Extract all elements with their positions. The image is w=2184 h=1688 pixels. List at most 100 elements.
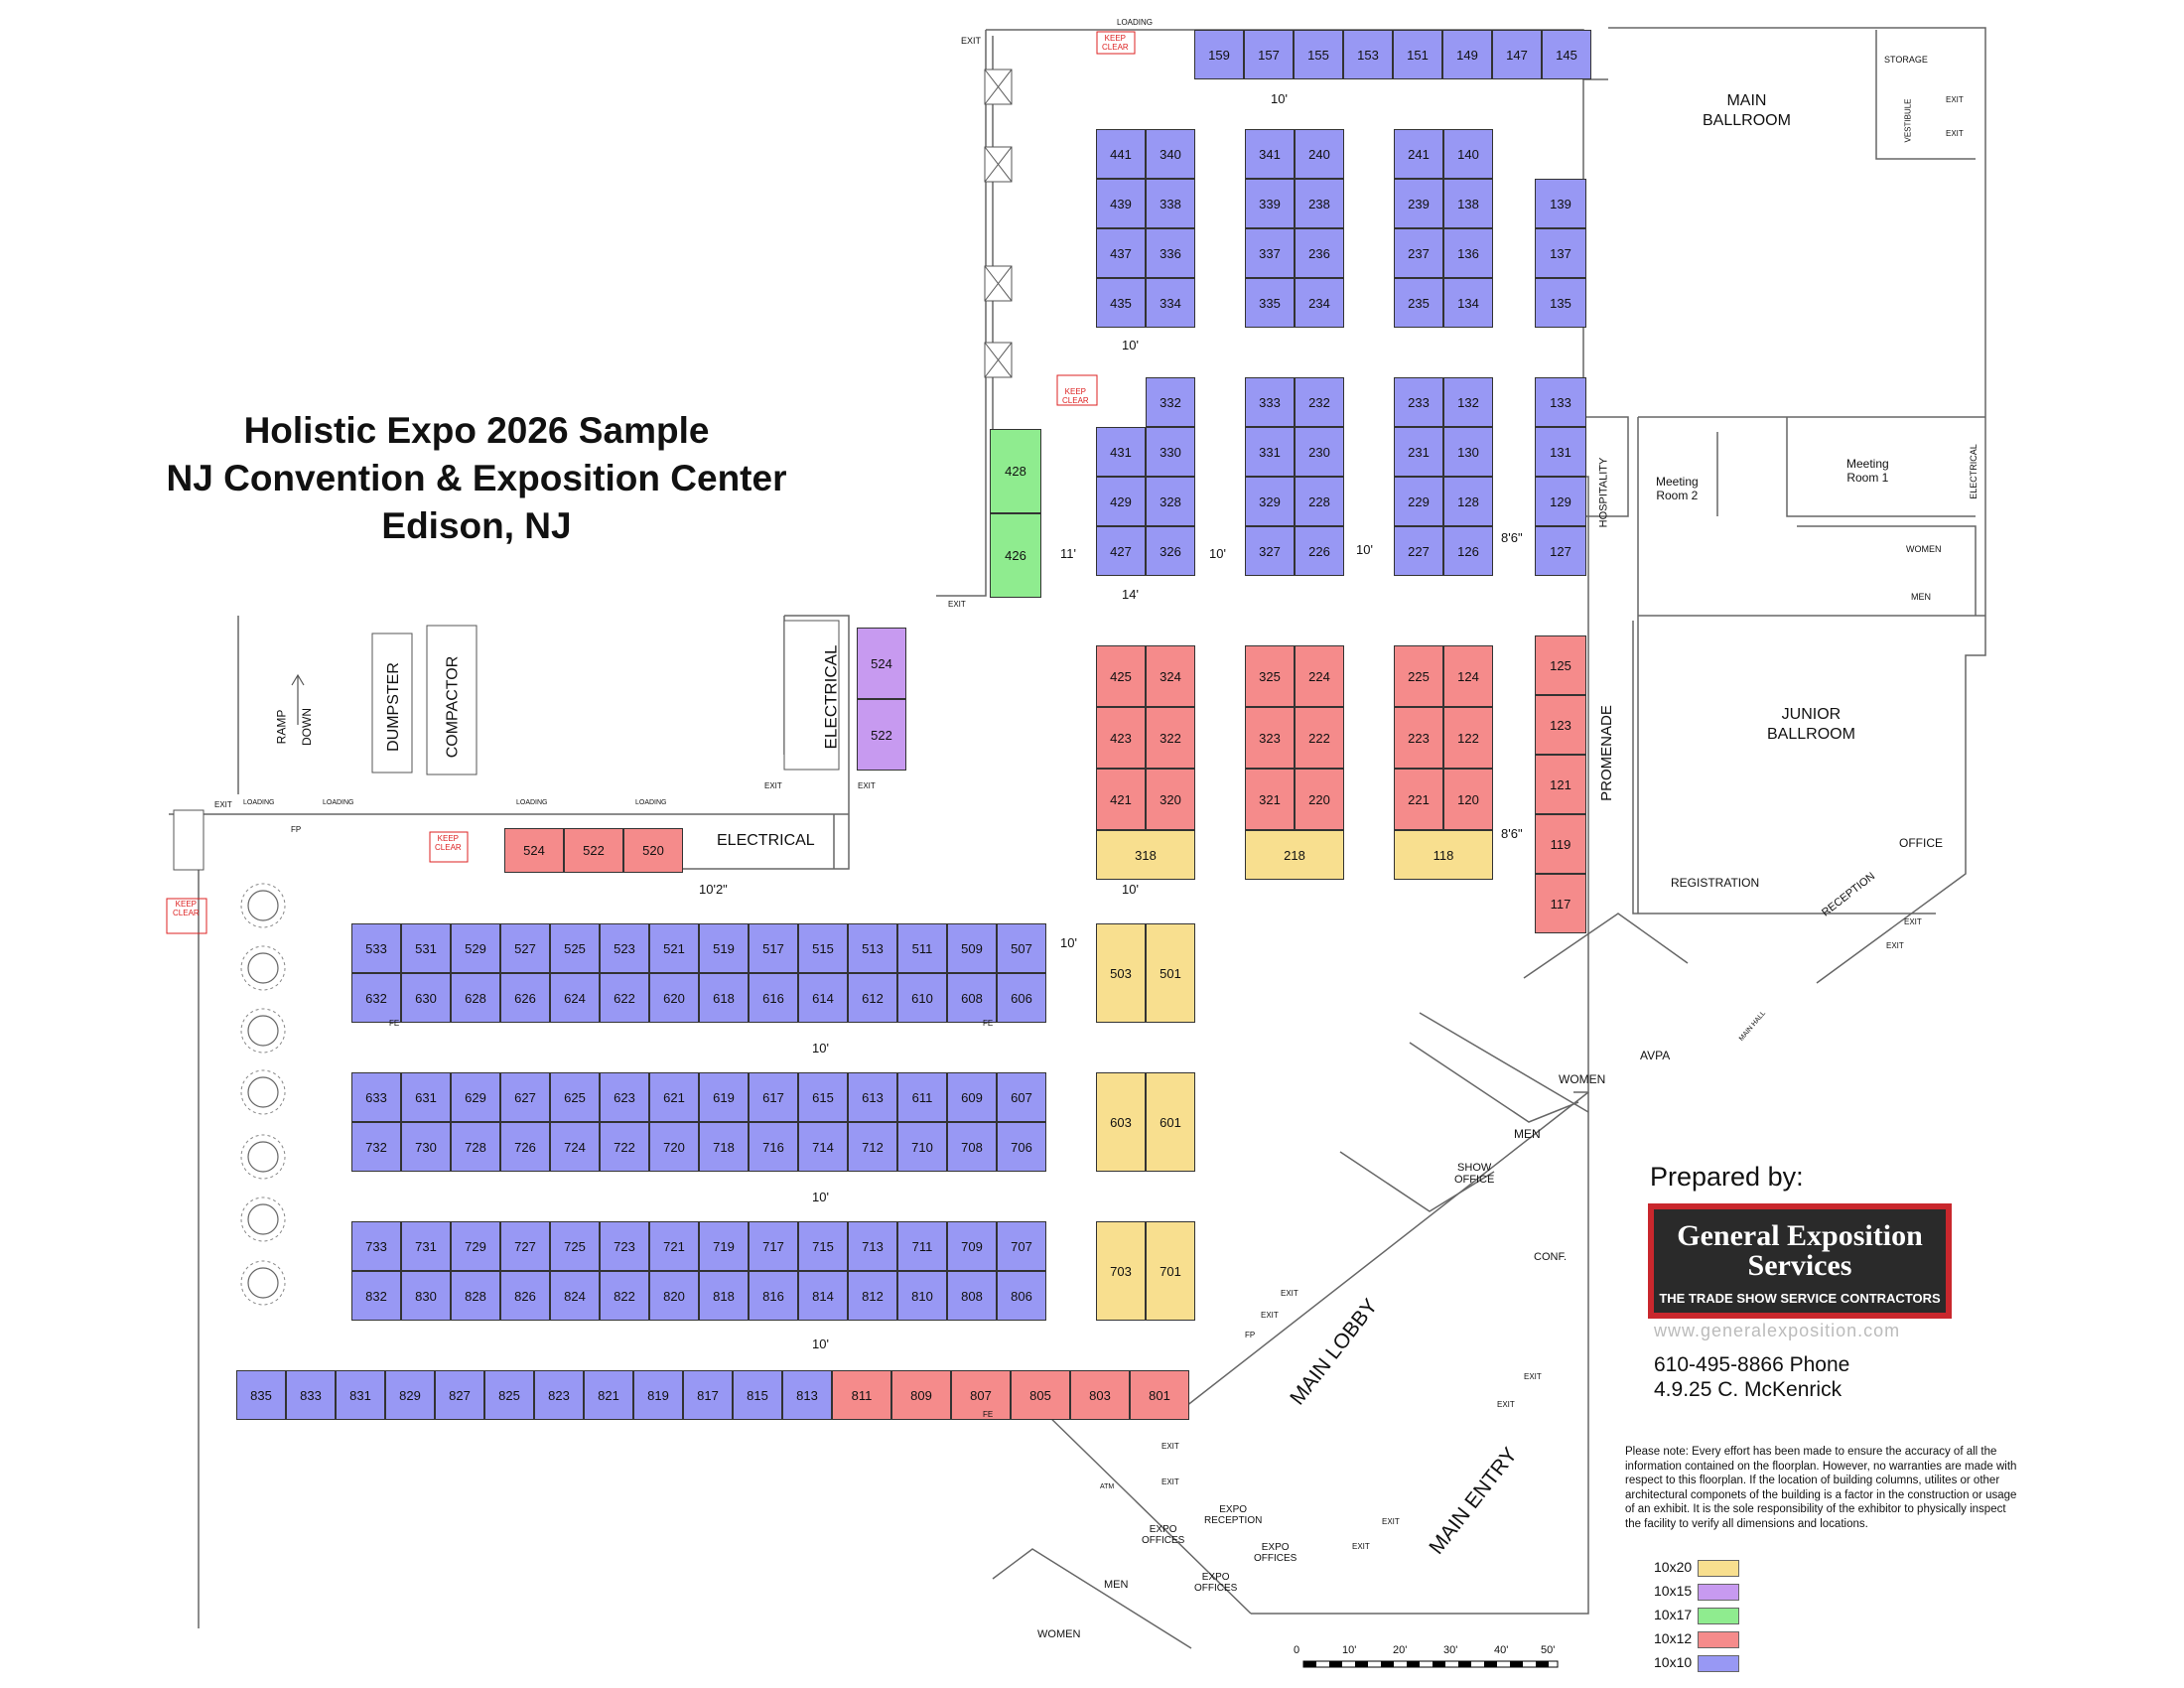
booth-322[interactable]: 322 (1146, 707, 1195, 769)
booth-603[interactable]: 603 (1096, 1072, 1146, 1172)
booth-119[interactable]: 119 (1535, 814, 1586, 874)
booth-118[interactable]: 118 (1394, 830, 1493, 880)
booth-228[interactable]: 228 (1295, 477, 1344, 526)
booth-821[interactable]: 821 (584, 1370, 633, 1420)
booth-729[interactable]: 729 (451, 1221, 500, 1271)
booth-340[interactable]: 340 (1146, 129, 1195, 179)
booth-321[interactable]: 321 (1245, 769, 1295, 830)
booth-338[interactable]: 338 (1146, 179, 1195, 228)
booth-225[interactable]: 225 (1394, 645, 1443, 707)
booth-812[interactable]: 812 (848, 1271, 897, 1321)
booth-716[interactable]: 716 (749, 1122, 798, 1172)
booth-135[interactable]: 135 (1535, 278, 1586, 328)
booth-828[interactable]: 828 (451, 1271, 500, 1321)
booth-507[interactable]: 507 (997, 923, 1046, 973)
booth-337[interactable]: 337 (1245, 228, 1295, 278)
booth-123[interactable]: 123 (1535, 695, 1586, 755)
booth-728[interactable]: 728 (451, 1122, 500, 1172)
booth-813[interactable]: 813 (782, 1370, 832, 1420)
booth-614[interactable]: 614 (798, 973, 848, 1023)
booth-435[interactable]: 435 (1096, 278, 1146, 328)
booth-628[interactable]: 628 (451, 973, 500, 1023)
booth-329[interactable]: 329 (1245, 477, 1295, 526)
booth-724[interactable]: 724 (550, 1122, 600, 1172)
booth-234[interactable]: 234 (1295, 278, 1344, 328)
booth-529[interactable]: 529 (451, 923, 500, 973)
booth-607[interactable]: 607 (997, 1072, 1046, 1122)
booth-721[interactable]: 721 (649, 1221, 699, 1271)
booth-333[interactable]: 333 (1245, 377, 1295, 427)
booth-521[interactable]: 521 (649, 923, 699, 973)
booth-151[interactable]: 151 (1393, 30, 1442, 79)
booth-630[interactable]: 630 (401, 973, 451, 1023)
booth-819[interactable]: 819 (633, 1370, 683, 1420)
booth-229[interactable]: 229 (1394, 477, 1443, 526)
booth-824[interactable]: 824 (550, 1271, 600, 1321)
booth-616[interactable]: 616 (749, 973, 798, 1023)
booth-815[interactable]: 815 (733, 1370, 782, 1420)
booth-124[interactable]: 124 (1443, 645, 1493, 707)
booth-806[interactable]: 806 (997, 1271, 1046, 1321)
booth-120[interactable]: 120 (1443, 769, 1493, 830)
booth-620[interactable]: 620 (649, 973, 699, 1023)
company-logo[interactable]: General Exposition Services THE TRADE SH… (1648, 1203, 1952, 1319)
booth-703[interactable]: 703 (1096, 1221, 1146, 1321)
booth-726[interactable]: 726 (500, 1122, 550, 1172)
booth-323[interactable]: 323 (1245, 707, 1295, 769)
booth-224[interactable]: 224 (1295, 645, 1344, 707)
booth-423[interactable]: 423 (1096, 707, 1146, 769)
booth-730[interactable]: 730 (401, 1122, 451, 1172)
booth-509[interactable]: 509 (947, 923, 997, 973)
booth-610[interactable]: 610 (897, 973, 947, 1023)
booth-835[interactable]: 835 (236, 1370, 286, 1420)
booth-241[interactable]: 241 (1394, 129, 1443, 179)
booth-719[interactable]: 719 (699, 1221, 749, 1271)
booth-520[interactable]: 520 (623, 828, 683, 873)
booth-715[interactable]: 715 (798, 1221, 848, 1271)
booth-807[interactable]: 807 (951, 1370, 1011, 1420)
booth-223[interactable]: 223 (1394, 707, 1443, 769)
booth-811[interactable]: 811 (832, 1370, 891, 1420)
booth-818[interactable]: 818 (699, 1271, 749, 1321)
booth-713[interactable]: 713 (848, 1221, 897, 1271)
booth-706[interactable]: 706 (997, 1122, 1046, 1172)
booth-712[interactable]: 712 (848, 1122, 897, 1172)
booth-511[interactable]: 511 (897, 923, 947, 973)
booth-820[interactable]: 820 (649, 1271, 699, 1321)
booth-324[interactable]: 324 (1146, 645, 1195, 707)
booth-341[interactable]: 341 (1245, 129, 1295, 179)
booth-827[interactable]: 827 (435, 1370, 484, 1420)
booth-830[interactable]: 830 (401, 1271, 451, 1321)
booth-718[interactable]: 718 (699, 1122, 749, 1172)
booth-503[interactable]: 503 (1096, 923, 1146, 1023)
booth-132[interactable]: 132 (1443, 377, 1493, 427)
booth-331[interactable]: 331 (1245, 427, 1295, 477)
booth-626[interactable]: 626 (500, 973, 550, 1023)
booth-139[interactable]: 139 (1535, 179, 1586, 228)
booth-711[interactable]: 711 (897, 1221, 947, 1271)
booth-327[interactable]: 327 (1245, 526, 1295, 576)
booth-803[interactable]: 803 (1070, 1370, 1130, 1420)
booth-609[interactable]: 609 (947, 1072, 997, 1122)
booth-826[interactable]: 826 (500, 1271, 550, 1321)
booth-633[interactable]: 633 (351, 1072, 401, 1122)
booth-339[interactable]: 339 (1245, 179, 1295, 228)
booth-501[interactable]: 501 (1146, 923, 1195, 1023)
booth-145[interactable]: 145 (1542, 30, 1591, 79)
booth-437[interactable]: 437 (1096, 228, 1146, 278)
booth-601[interactable]: 601 (1146, 1072, 1195, 1172)
booth-733[interactable]: 733 (351, 1221, 401, 1271)
booth-439[interactable]: 439 (1096, 179, 1146, 228)
booth-130[interactable]: 130 (1443, 427, 1493, 477)
booth-221[interactable]: 221 (1394, 769, 1443, 830)
booth-238[interactable]: 238 (1295, 179, 1344, 228)
booth-612[interactable]: 612 (848, 973, 897, 1023)
booth-431[interactable]: 431 (1096, 427, 1146, 477)
booth-133[interactable]: 133 (1535, 377, 1586, 427)
booth-117[interactable]: 117 (1535, 874, 1586, 933)
booth-326[interactable]: 326 (1146, 526, 1195, 576)
booth-617[interactable]: 617 (749, 1072, 798, 1122)
booth-725[interactable]: 725 (550, 1221, 600, 1271)
booth-218[interactable]: 218 (1245, 830, 1344, 880)
booth-126[interactable]: 126 (1443, 526, 1493, 576)
